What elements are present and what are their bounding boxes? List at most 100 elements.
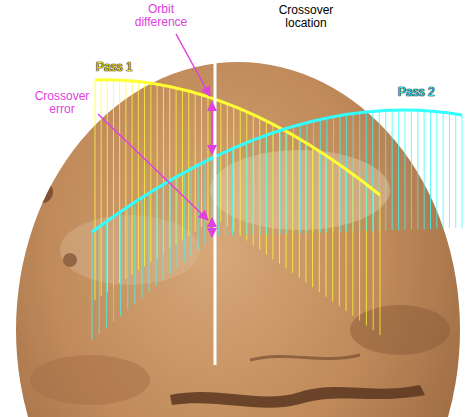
altimetry-tick <box>392 110 393 230</box>
altimetry-tick <box>455 114 456 228</box>
altimetry-tick <box>204 161 205 244</box>
label-text: Pass 1 <box>96 61 133 74</box>
altimetry-tick <box>436 112 437 229</box>
altimetry-tick <box>253 140 254 235</box>
altimetry-tick <box>273 133 274 235</box>
altimetry-tick <box>253 115 254 245</box>
altimetry-tick <box>333 117 334 233</box>
pass1-track <box>95 80 380 195</box>
altimetry-tick <box>280 130 281 234</box>
altimetry-tick <box>101 80 102 296</box>
label-text: Crossover location <box>266 4 346 30</box>
altimetry-tick <box>149 193 150 292</box>
altimetry-tick <box>184 172 185 262</box>
altimetry-tick <box>372 111 373 231</box>
altimetry-tick <box>398 110 399 230</box>
valles-marineris <box>170 385 425 408</box>
altimetry-tick <box>411 110 412 230</box>
altimetry-tick <box>127 207 128 310</box>
altimetry-tick <box>326 118 327 232</box>
altimetry-tick <box>449 113 450 228</box>
altimetry-tick <box>182 89 183 240</box>
altimetry-tick <box>156 189 157 286</box>
altimetry-tick <box>163 184 164 279</box>
pass1-ticks <box>95 80 380 335</box>
pass2-label: Pass 2 <box>398 86 435 99</box>
altimetry-tick <box>359 113 360 232</box>
pass2-ticks <box>92 110 462 340</box>
altimetry-tick <box>113 216 114 321</box>
altimetry-tick <box>319 151 320 292</box>
altimetry-tick <box>462 115 463 228</box>
label-text: Pass 2 <box>398 86 435 99</box>
altimetry-tick <box>95 80 96 300</box>
altimetry-tick <box>443 112 444 228</box>
orbit-difference-arrow <box>211 102 213 154</box>
altimetry-tick <box>340 115 341 232</box>
volcano <box>31 181 53 203</box>
altimetry-tick <box>225 152 226 236</box>
altimetry-tick <box>191 169 192 257</box>
altimetry-tick <box>132 81 133 275</box>
dark-region <box>30 355 150 405</box>
altimetry-tick <box>292 135 293 273</box>
altimetry-tick <box>366 112 367 231</box>
altimetry-tick <box>279 128 280 264</box>
altimetry-tick <box>259 137 260 234</box>
altimetry-tick <box>320 119 321 232</box>
altimetry-tick <box>134 202 135 304</box>
altimetry-tick <box>227 104 228 227</box>
altimetry-tick <box>211 158 212 239</box>
dark-region <box>350 305 450 355</box>
altimetry-tick <box>176 88 177 245</box>
altimetry-tick <box>272 124 273 259</box>
altimetry-tick <box>120 212 121 316</box>
altimetry-tick <box>232 148 233 235</box>
altimetry-tick <box>150 83 151 262</box>
pass1-label: Pass 1 <box>96 61 133 74</box>
altimetry-tick <box>239 146 240 236</box>
altimetry-tick <box>312 147 313 287</box>
altimetry-tick <box>286 128 287 233</box>
crossover-error-arrow <box>211 218 213 237</box>
altimetry-tick <box>346 114 347 231</box>
altimetry-tick <box>188 91 189 236</box>
altimetry-tick <box>405 110 406 230</box>
crossover-error-label: Crossover error <box>30 90 94 116</box>
altimetry-tick <box>119 80 120 283</box>
altimetry-tick <box>218 155 219 236</box>
altimetry-tick <box>170 180 171 274</box>
label-text: Crossover error <box>30 90 94 116</box>
altimetry-tick <box>144 82 145 266</box>
pass2-track <box>92 110 462 232</box>
altimetry-tick <box>125 80 126 278</box>
altimetry-tick <box>385 110 386 230</box>
altimetry-tick <box>417 110 418 229</box>
altimetry-tick <box>107 80 108 292</box>
altimetry-tick <box>106 222 107 328</box>
altimetry-tick <box>299 139 300 278</box>
altimetry-tick <box>201 95 202 227</box>
altimetry-tick <box>195 93 196 232</box>
leader-line <box>176 34 210 96</box>
altimetry-tick <box>233 106 234 231</box>
cloud-patch <box>60 215 200 285</box>
altimetry-tick <box>430 111 431 229</box>
altimetry-tick <box>379 111 380 231</box>
altimetry-tick <box>240 109 241 236</box>
altimetry-tick <box>92 232 93 340</box>
altimetry-tick <box>99 227 100 334</box>
altimetry-tick <box>424 111 425 230</box>
label-text: Orbit difference <box>130 3 192 29</box>
crossover-line <box>214 22 217 365</box>
altimetry-tick <box>246 143 247 235</box>
altimetry-tick <box>220 101 221 222</box>
mars-globe <box>16 62 460 417</box>
altimetry-tick <box>306 123 307 234</box>
altimetry-tick <box>138 82 139 271</box>
altimetry-tick <box>293 126 294 233</box>
altimetry-tick <box>325 155 326 296</box>
altimetry-tick <box>313 121 314 233</box>
